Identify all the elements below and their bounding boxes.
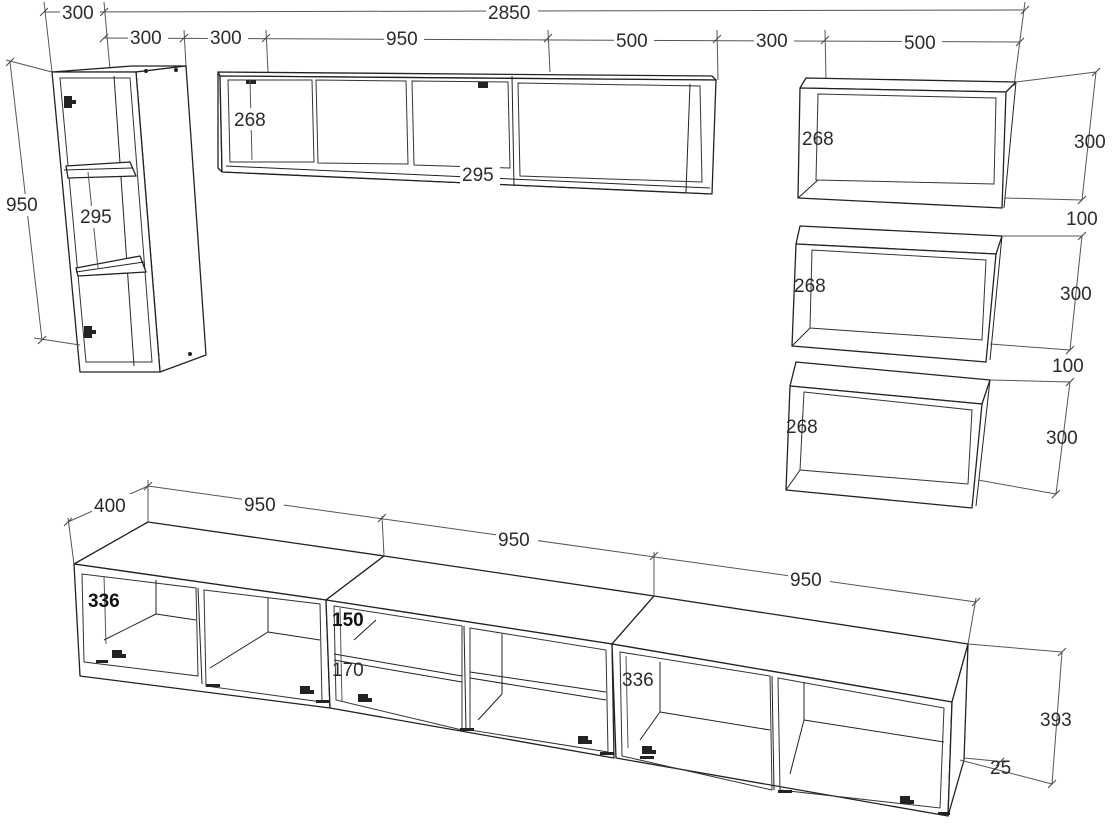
dim-top-seg-6: 500 bbox=[904, 33, 936, 54]
hinge-icon bbox=[246, 80, 256, 84]
dim-base-legs: 25 bbox=[990, 758, 1011, 779]
dim-box3-inner: 268 bbox=[786, 417, 818, 438]
tall-cabinet bbox=[51, 65, 207, 373]
dim-base-inner1: 336 bbox=[88, 591, 120, 612]
dim-base-shelf-top: 150 bbox=[332, 610, 364, 631]
dim-base-height: 393 bbox=[1040, 710, 1072, 731]
hinge-icon bbox=[112, 650, 126, 658]
dim-box3-height: 300 bbox=[1046, 428, 1078, 449]
dim-gap2: 100 bbox=[1052, 356, 1084, 377]
hinge-icon bbox=[358, 694, 372, 702]
dim-box1-height: 300 bbox=[1074, 132, 1106, 153]
dim-box1-inner: 268 bbox=[802, 129, 834, 150]
hinge-icon bbox=[300, 686, 314, 694]
dim-top-seg-3: 950 bbox=[386, 29, 418, 50]
base-units-dimensions: 400 950 950 950 336 150 170 336 393 25 bbox=[63, 480, 1072, 789]
hinge-icon bbox=[84, 326, 96, 338]
dim-top-seg-2: 300 bbox=[210, 28, 242, 49]
dim-gap1: 100 bbox=[1066, 209, 1098, 230]
dim-wall-inner-height: 268 bbox=[234, 110, 266, 131]
hinge-icon bbox=[642, 746, 656, 754]
top-dimension-labels: 300 2850 300 300 950 500 300 500 bbox=[60, 1, 942, 54]
dim-top-seg-4: 500 bbox=[616, 31, 648, 52]
dim-top-seg-1: 300 bbox=[130, 28, 162, 49]
dim-box2-height: 300 bbox=[1060, 284, 1092, 305]
dim-base-depth: 400 bbox=[94, 496, 126, 517]
dim-base-shelf-bottom: 170 bbox=[332, 660, 364, 681]
hinge-icon bbox=[900, 796, 914, 804]
wall-unit-dimensions: 268 295 bbox=[232, 79, 500, 186]
floating-box-3 bbox=[785, 361, 991, 509]
dim-wall-shelf: 295 bbox=[462, 165, 494, 186]
base-units bbox=[73, 521, 969, 817]
tall-cabinet-dimensions: 950 295 bbox=[4, 57, 118, 346]
dim-box2-inner: 268 bbox=[794, 276, 826, 297]
wall-unit bbox=[217, 71, 717, 195]
hinge-icon bbox=[478, 82, 488, 88]
hinge-icon bbox=[578, 736, 592, 744]
dim-top-total: 2850 bbox=[488, 3, 530, 24]
floating-boxes-dimensions: 268 300 100 268 300 100 268 300 bbox=[786, 67, 1106, 499]
dim-base-inner3: 336 bbox=[622, 670, 654, 691]
dim-tall-shelf: 295 bbox=[80, 207, 112, 228]
dim-top-seg-5: 300 bbox=[756, 31, 788, 52]
floating-box-2 bbox=[791, 225, 1003, 363]
floating-box-1 bbox=[797, 77, 1017, 209]
hinge-icon bbox=[64, 96, 76, 108]
dim-tall-height: 950 bbox=[6, 195, 38, 216]
dim-base-w2: 950 bbox=[498, 530, 530, 551]
dim-top-offset: 300 bbox=[62, 3, 94, 24]
dim-base-w1: 950 bbox=[244, 495, 276, 516]
dim-base-w3: 950 bbox=[790, 570, 822, 591]
